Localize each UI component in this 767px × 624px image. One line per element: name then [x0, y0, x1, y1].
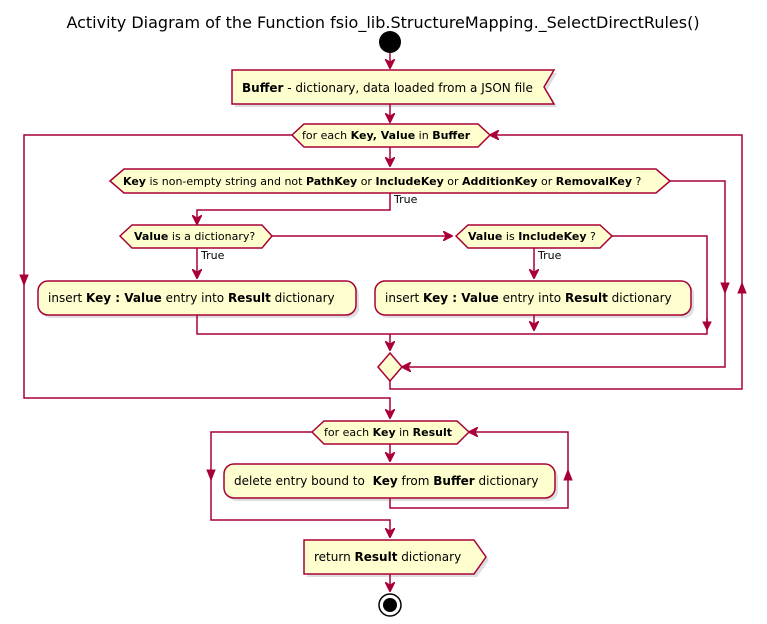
insert-entry-action-left: insert Key : Value entry into Result dic… — [37, 280, 359, 318]
merge-diamond — [377, 351, 403, 383]
svg-text:insert Key : Value entry into: insert Key : Value entry into Result dic… — [48, 291, 335, 305]
start-node — [379, 31, 401, 53]
svg-text:insert Key : Value entry into: insert Key : Value entry into Result dic… — [385, 291, 672, 305]
true-label-2: True — [200, 249, 225, 262]
svg-text:delete entry bound to Key from: delete entry bound to Key from Buffer di… — [234, 474, 538, 488]
buffer-input-action: Buffer - dictionary, data loaded from a … — [231, 69, 557, 107]
loop-buffer-hexagon: for each Key, Value in Buffer — [290, 123, 492, 148]
svg-text:Value is a dictionary?: Value is a dictionary? — [134, 230, 255, 243]
svg-text:Key is non-empty string and no: Key is non-empty string and not PathKey … — [123, 175, 641, 188]
true-label-1: True — [393, 193, 418, 206]
svg-text:Buffer - dictionary, data load: Buffer - dictionary, data loaded from a … — [242, 81, 533, 95]
insert-entry-action-right: insert Key : Value entry into Result dic… — [374, 280, 694, 318]
value-includekey-hexagon: Value is IncludeKey ? — [454, 224, 614, 249]
true-label-3: True — [537, 249, 562, 262]
delete-entry-action: delete entry bound to Key from Buffer di… — [223, 463, 558, 501]
key-condition-hexagon: Key is non-empty string and not PathKey … — [108, 168, 672, 194]
svg-text:for each Key, Value in Buffer: for each Key, Value in Buffer — [302, 129, 471, 142]
svg-text:Value is IncludeKey ?: Value is IncludeKey ? — [468, 230, 596, 243]
value-dict-hexagon: Value is a dictionary? — [118, 224, 273, 249]
svg-text:for each Key in Result: for each Key in Result — [324, 426, 452, 439]
diagram-title: Activity Diagram of the Function fsio_li… — [66, 13, 699, 33]
end-node — [378, 593, 402, 617]
loop-result-hexagon: for each Key in Result — [310, 420, 471, 445]
svg-text:return Result dictionary: return Result dictionary — [314, 550, 461, 564]
return-result-action: return Result dictionary — [303, 539, 489, 577]
